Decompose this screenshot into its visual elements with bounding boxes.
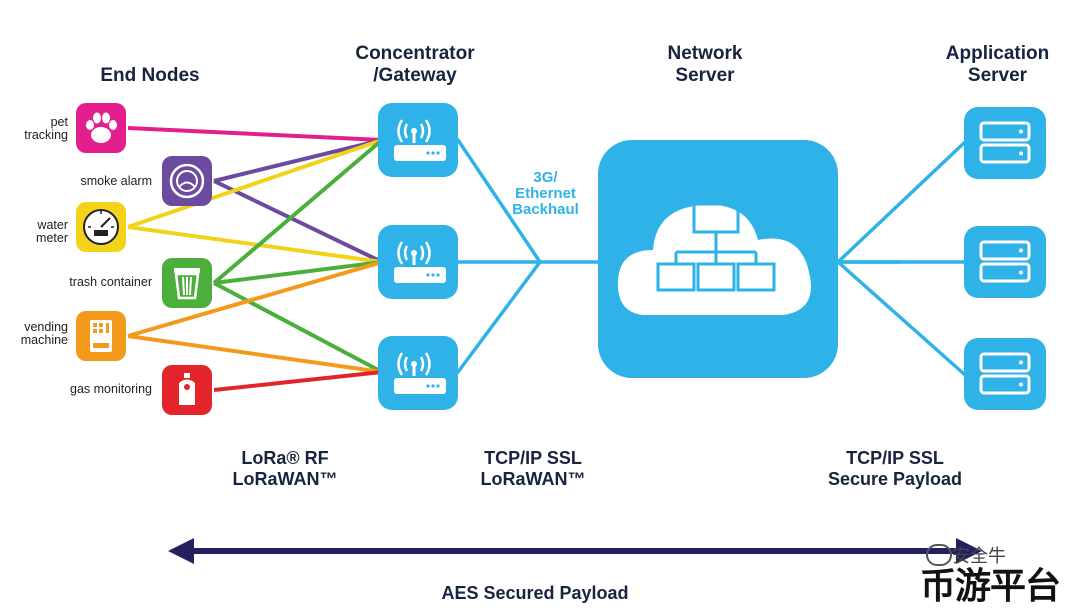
link-gas-gw3	[213, 370, 383, 392]
link-hub2-app3	[836, 260, 966, 376]
link-smoke-gw1	[213, 138, 383, 183]
caption-tcp-app-line1: TCP/IP SSL	[846, 448, 944, 468]
wechat-icon	[926, 544, 952, 566]
caption-tcp-gateway: TCP/IP SSL LoRaWAN™	[448, 448, 618, 490]
end-node-label-vending-machine: vending machine	[0, 321, 68, 347]
pet-tracking-line1: pet	[50, 115, 68, 129]
end-node-label-pet-tracking: pet tracking	[0, 116, 68, 142]
link-trash-gw3	[213, 281, 383, 374]
link-vending-gw3	[127, 334, 383, 374]
caption-tcp-app: TCP/IP SSL Secure Payload	[790, 448, 1000, 490]
cloud-network-icon	[617, 202, 811, 315]
smoke-alarm-line1: smoke alarm	[80, 174, 152, 188]
water-meter-line1: water	[37, 218, 68, 232]
header-concentrator-line1: Concentrator	[355, 43, 475, 64]
antenna-icon	[394, 119, 446, 161]
aes-arrow	[168, 538, 982, 564]
caption-lora: LoRa® RF LoRaWAN™	[200, 448, 370, 490]
caption-lora-line2: LoRaWAN™	[232, 469, 338, 489]
vending-machine-line1: vending	[24, 320, 68, 334]
end-node-label-smoke-alarm: smoke alarm	[0, 175, 152, 188]
header-application-line1: Application	[945, 43, 1050, 64]
paw-icon	[76, 103, 126, 153]
link-trash-gw1	[212, 138, 384, 285]
pet-tracking-line2: tracking	[24, 128, 68, 142]
header-network-line1: Network	[667, 43, 743, 64]
watermark-top: 安全牛	[952, 546, 1006, 567]
backhaul-line2: Ethernet	[515, 185, 576, 202]
gas-tank-icon	[162, 365, 212, 415]
antenna-icon	[394, 241, 446, 283]
network-server	[598, 140, 838, 378]
application-server-1	[964, 107, 1046, 179]
end-node-label-gas-monitoring: gas monitoring	[0, 383, 152, 396]
header-concentrator-line2: /Gateway	[373, 65, 457, 86]
link-smoke-gw2	[213, 179, 383, 264]
link-water-gw1	[127, 138, 383, 229]
server-icon	[979, 240, 1031, 283]
backhaul-label: 3G/ Ethernet Backhaul	[488, 170, 603, 218]
gateway-2	[378, 225, 458, 299]
end-node-label-water-meter: water meter	[0, 219, 68, 245]
antenna-icon	[394, 352, 446, 394]
application-server-2	[964, 226, 1046, 298]
header-application-server: Application Server	[925, 43, 1070, 87]
header-application-line2: Server	[967, 65, 1028, 86]
header-concentrator: Concentrator /Gateway	[330, 43, 500, 87]
server-icon	[979, 352, 1031, 395]
link-water-gw2	[127, 225, 383, 264]
link-gw3-hub	[456, 260, 542, 374]
watermark: 安全牛 币游平台	[918, 542, 1078, 612]
backhaul-line1: 3G/	[533, 169, 558, 186]
caption-lora-line1: LoRa® RF	[241, 448, 329, 468]
link-hub2-app1	[836, 141, 966, 264]
link-pet-gw1	[127, 126, 383, 142]
caption-tcp-gateway-line2: LoRaWAN™	[480, 469, 586, 489]
link-vending-gw2	[127, 260, 383, 338]
caption-tcp-app-line2: Secure Payload	[827, 469, 963, 489]
application-server-3	[964, 338, 1046, 410]
trash-container-line1: trash container	[69, 275, 152, 289]
end-node-label-trash-container: trash container	[0, 276, 152, 289]
gateway-3	[378, 336, 458, 410]
water-meter-line2: meter	[36, 231, 68, 245]
vending-machine-line2: machine	[20, 333, 68, 347]
link-trash-gw2	[213, 260, 383, 285]
header-end-nodes: End Nodes	[100, 65, 200, 86]
caption-tcp-gateway-line1: TCP/IP SSL	[484, 448, 582, 468]
vending-machine-icon	[76, 311, 126, 361]
header-network-server: Network Server	[630, 43, 780, 87]
smoke-alarm-icon	[162, 156, 212, 206]
watermark-bottom: 币游平台	[920, 566, 1061, 607]
link-gw1-hub	[456, 138, 542, 264]
server-icon	[979, 121, 1031, 164]
backhaul-line3: Backhaul	[512, 201, 579, 218]
meter-icon	[76, 202, 126, 252]
header-network-line2: Server	[675, 65, 735, 86]
caption-aes: AES Secured Payload	[441, 583, 629, 603]
gateway-1	[378, 103, 458, 177]
trash-icon	[162, 258, 212, 308]
gas-monitoring-line1: gas monitoring	[70, 382, 152, 396]
